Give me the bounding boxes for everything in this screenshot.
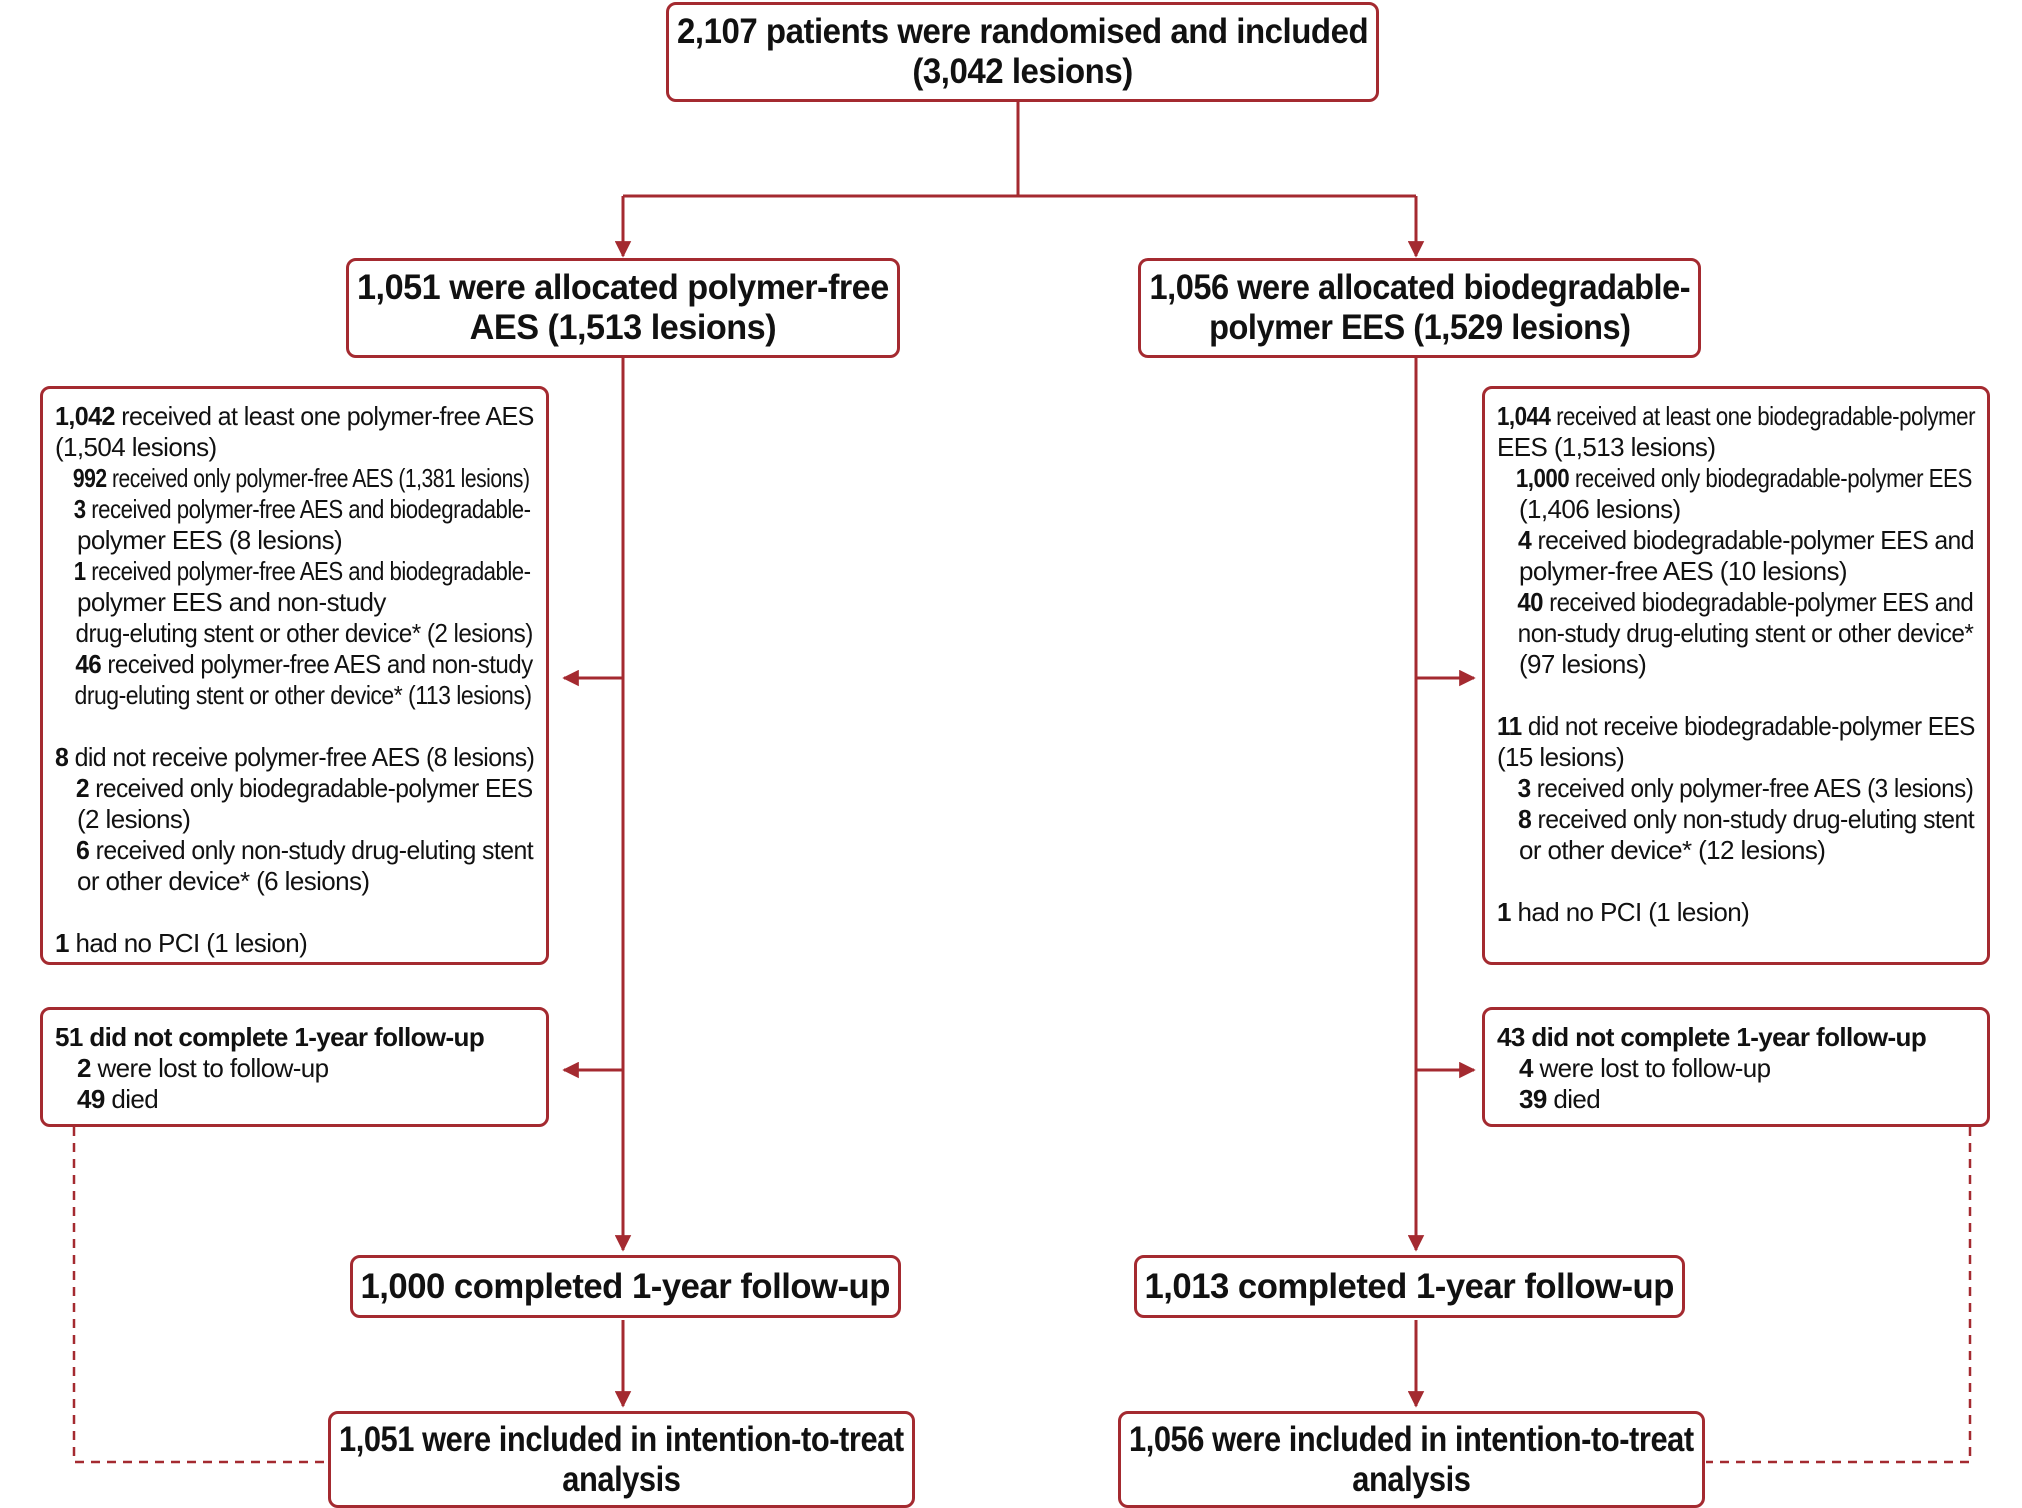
left-received-line: 2 received only biodegradable-polymer EE… bbox=[75, 773, 533, 803]
right-received-line: non-study drug-eluting stent or other de… bbox=[1517, 618, 1974, 648]
left-received-line: drug-eluting stent or other device* (113… bbox=[74, 680, 533, 710]
right-followup-missing-box: 43 did not complete 1-year follow-up 4 w… bbox=[1482, 1007, 1990, 1127]
left-itt-line1: 1,051 were included in intention-to-trea… bbox=[339, 1419, 904, 1459]
right-allocation-line1: 1,056 were allocated biodegradable- bbox=[1149, 268, 1690, 307]
left-received-line: 8 did not receive polymer-free AES (8 le… bbox=[55, 742, 535, 772]
right-received-line: (15 lesions) bbox=[1497, 742, 1625, 772]
left-followup-lost: 2 were lost to follow-up bbox=[77, 1053, 329, 1083]
left-received-line: (2 lesions) bbox=[77, 804, 191, 834]
right-received-line: 1 had no PCI (1 lesion) bbox=[1497, 897, 1750, 927]
left-dashed-link bbox=[72, 1127, 330, 1464]
right-received-line: 40 received biodegradable-polymer EES an… bbox=[1517, 587, 1974, 617]
right-received-line: 1,000 received only biodegradable-polyme… bbox=[1515, 463, 1972, 493]
right-followup-lost: 4 were lost to follow-up bbox=[1519, 1053, 1771, 1083]
left-itt-box: 1,051 were included in intention-to-trea… bbox=[328, 1411, 915, 1508]
right-completed-text: 1,013 completed 1-year follow-up bbox=[1144, 1266, 1675, 1306]
left-followup-died: 49 died bbox=[77, 1084, 159, 1114]
right-received-line: or other device* (12 lesions) bbox=[1519, 835, 1826, 865]
left-received-line: 6 received only non-study drug-eluting s… bbox=[76, 835, 534, 865]
right-received-line: 11 did not receive biodegradable-polymer… bbox=[1497, 711, 1975, 741]
left-followup-missing-box: 51 did not complete 1-year follow-up 2 w… bbox=[40, 1007, 549, 1127]
left-received-box: 1,042 received at least one polymer-free… bbox=[40, 386, 549, 965]
left-received-line: 1 received polymer-free AES and biodegra… bbox=[73, 556, 531, 586]
right-received-line: polymer-free AES (10 lesions) bbox=[1519, 556, 1848, 586]
right-received-line: 8 received only non-study drug-eluting s… bbox=[1517, 804, 1975, 834]
randomised-line2: (3,042 lesions) bbox=[912, 52, 1133, 91]
left-itt-line2: analysis bbox=[562, 1459, 681, 1499]
left-received-line: 1 had no PCI (1 lesion) bbox=[55, 928, 308, 958]
right-followup-missing-title: 43 did not complete 1-year follow-up bbox=[1497, 1022, 1927, 1052]
left-received-line: drug-eluting stent or other device* (2 l… bbox=[75, 618, 534, 648]
left-received-line: 1,042 received at least one polymer-free… bbox=[55, 401, 534, 431]
right-allocation-line2: polymer EES (1,529 lesions) bbox=[1208, 308, 1631, 347]
right-completed-box: 1,013 completed 1-year follow-up bbox=[1134, 1255, 1685, 1318]
right-dashed-link bbox=[1706, 1127, 1972, 1464]
left-received-line: 46 received polymer-free AES and non-stu… bbox=[75, 649, 533, 679]
left-followup-missing-title: 51 did not complete 1-year follow-up bbox=[55, 1022, 485, 1052]
right-itt-line2: analysis bbox=[1352, 1459, 1471, 1499]
left-allocation-box: 1,051 were allocated polymer-free AES (1… bbox=[346, 258, 900, 358]
randomised-line1: 2,107 patients were randomised and inclu… bbox=[676, 12, 1369, 51]
right-received-line: (1,406 lesions) bbox=[1519, 494, 1681, 524]
right-itt-box: 1,056 were included in intention-to-trea… bbox=[1118, 1411, 1705, 1508]
right-allocation-box: 1,056 were allocated biodegradable- poly… bbox=[1138, 258, 1701, 358]
left-received-line: polymer EES and non-study bbox=[77, 587, 386, 617]
right-received-line: 1,044 received at least one biodegradabl… bbox=[1497, 401, 1976, 431]
randomised-box: 2,107 patients were randomised and inclu… bbox=[666, 2, 1379, 102]
left-received-line: or other device* (6 lesions) bbox=[77, 866, 370, 896]
left-received-line: 992 received only polymer-free AES (1,38… bbox=[72, 463, 530, 493]
right-received-line: (97 lesions) bbox=[1519, 649, 1647, 679]
right-received-line: 3 received only polymer-free AES (3 lesi… bbox=[1517, 773, 1974, 803]
left-completed-text: 1,000 completed 1-year follow-up bbox=[360, 1266, 891, 1306]
right-received-box: 1,044 received at least one biodegradabl… bbox=[1482, 386, 1990, 965]
left-received-line: 3 received polymer-free AES and biodegra… bbox=[73, 494, 531, 524]
left-allocation-line2: AES (1,513 lesions) bbox=[469, 308, 777, 347]
right-itt-line1: 1,056 were included in intention-to-trea… bbox=[1129, 1419, 1694, 1459]
right-received-line: EES (1,513 lesions) bbox=[1497, 432, 1716, 462]
right-followup-died: 39 died bbox=[1519, 1084, 1601, 1114]
left-received-line: polymer EES (8 lesions) bbox=[77, 525, 343, 555]
left-received-line: (1,504 lesions) bbox=[55, 432, 217, 462]
left-completed-box: 1,000 completed 1-year follow-up bbox=[350, 1255, 901, 1318]
right-received-line: 4 received biodegradable-polymer EES and bbox=[1517, 525, 1975, 555]
left-allocation-line1: 1,051 were allocated polymer-free bbox=[357, 268, 889, 307]
